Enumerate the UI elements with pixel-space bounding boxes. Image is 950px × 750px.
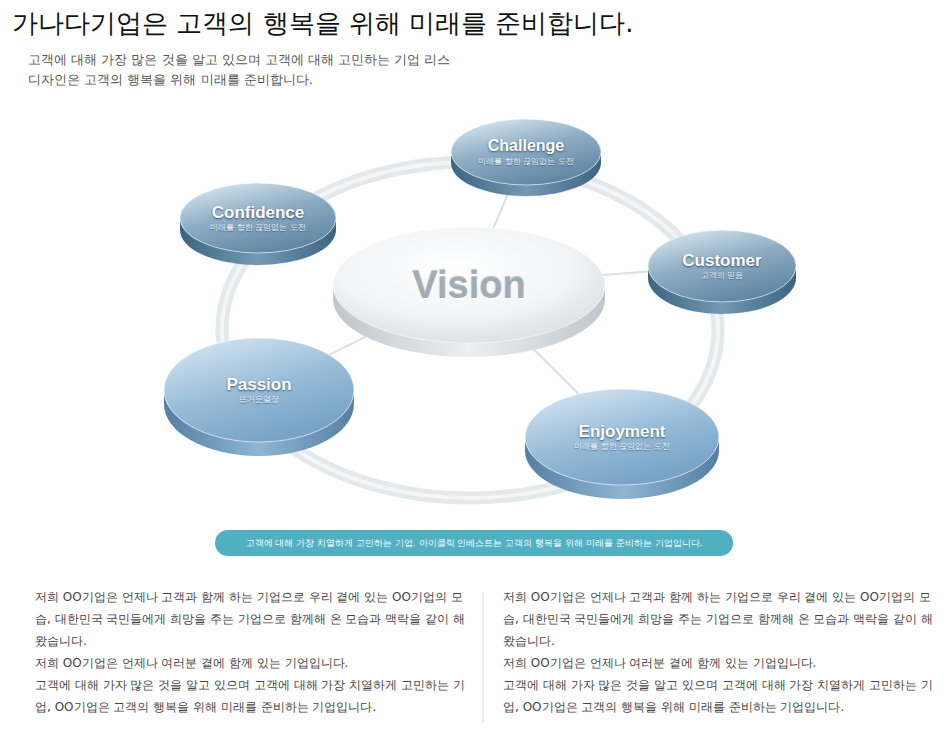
disk-top — [525, 389, 719, 485]
body-paragraph: 고객에 대해 가자 많은 것을 알고 있으며 고객에 대해 가장 치열하게 고민… — [35, 674, 465, 718]
disk-subtext: 뜨거운열정 — [239, 395, 279, 405]
text-column: 저희 OO기업은 언제나 고객과 함께 하는 기업으로 우리 곁에 있는 OO기… — [503, 586, 933, 718]
disk-heading: Confidence — [212, 203, 305, 223]
disk-label: Passion뜨거운열정 — [164, 338, 354, 442]
value-disk: Confidence미래를 향한 끊임없는 도전 — [180, 183, 336, 265]
vision-disk: Vision — [333, 227, 605, 357]
disk-heading: Enjoyment — [579, 422, 666, 442]
disk-top — [333, 227, 605, 343]
disk-label: Customer고객의 믿음 — [648, 230, 796, 302]
disk-label: Vision — [333, 227, 605, 343]
value-disk: Customer고객의 믿음 — [648, 230, 796, 314]
text-column: 저희 OO기업은 언제나 고객과 함께 하는 기업으로 우리 곁에 있는 OO기… — [35, 586, 465, 718]
disk-subtext: 미래를 향한 끊임없는 도전 — [478, 157, 574, 167]
value-disk: Passion뜨거운열정 — [164, 338, 354, 456]
disk-top — [180, 183, 336, 253]
connector-line — [603, 271, 649, 274]
disk-label: Confidence미래를 향한 끊임없는 도전 — [180, 183, 336, 253]
disk-label: Challenge 미래를 향한 끊임없는 도전 — [451, 119, 601, 185]
message-band: 고객에 대해 가장 치열하게 고민하는 기업. 아이클릭 인베스트는 고객의 행… — [215, 530, 733, 556]
disk-heading: Vision — [412, 264, 525, 307]
band-text: 고객에 대해 가장 치열하게 고민하는 기업. 아이클릭 인베스트는 고객의 행… — [246, 537, 703, 550]
disk-top — [451, 119, 601, 185]
body-paragraph: 저희 OO기업은 언제나 고객과 함께 하는 기업으로 우리 곁에 있는 OO기… — [35, 586, 465, 652]
disk-top — [164, 338, 354, 442]
body-paragraph: 고객에 대해 가자 많은 것을 알고 있으며 고객에 대해 가장 치열하게 고민… — [503, 674, 933, 718]
disk-top — [648, 230, 796, 302]
column-divider — [483, 592, 484, 722]
disk-subtext: 고객의 믿음 — [701, 271, 744, 281]
disk-heading: Customer — [682, 251, 761, 271]
disk-label: Enjoyment미래를 향한 끊임없는 도전 — [525, 389, 719, 485]
value-disk: Challenge 미래를 향한 끊임없는 도전 — [451, 119, 601, 196]
page-title: 가나다기업은 고객의 행복을 위해 미래를 준비합니다. — [12, 6, 634, 41]
disk-subtext: 미래를 향한 끊임없는 도전 — [574, 442, 670, 452]
body-paragraph: 저희 OO기업은 언제나 여러분 곁에 함께 있는 기업입니다. — [503, 652, 933, 674]
disk-heading: Passion — [226, 375, 291, 395]
body-paragraph: 저희 OO기업은 언제나 고객과 함께 하는 기업으로 우리 곁에 있는 OO기… — [503, 586, 933, 652]
value-disk: Enjoyment미래를 향한 끊임없는 도전 — [525, 389, 719, 499]
subtitle: 고객에 대해 가장 많은 것을 알고 있으며 고객에 대해 고민하는 기업 리스… — [28, 50, 458, 90]
body-paragraph: 저희 OO기업은 언제나 여러분 곁에 함께 있는 기업입니다. — [35, 652, 465, 674]
disk-subtext: 미래를 향한 끊임없는 도전 — [210, 223, 306, 233]
disk-heading: Challenge — [488, 137, 564, 155]
